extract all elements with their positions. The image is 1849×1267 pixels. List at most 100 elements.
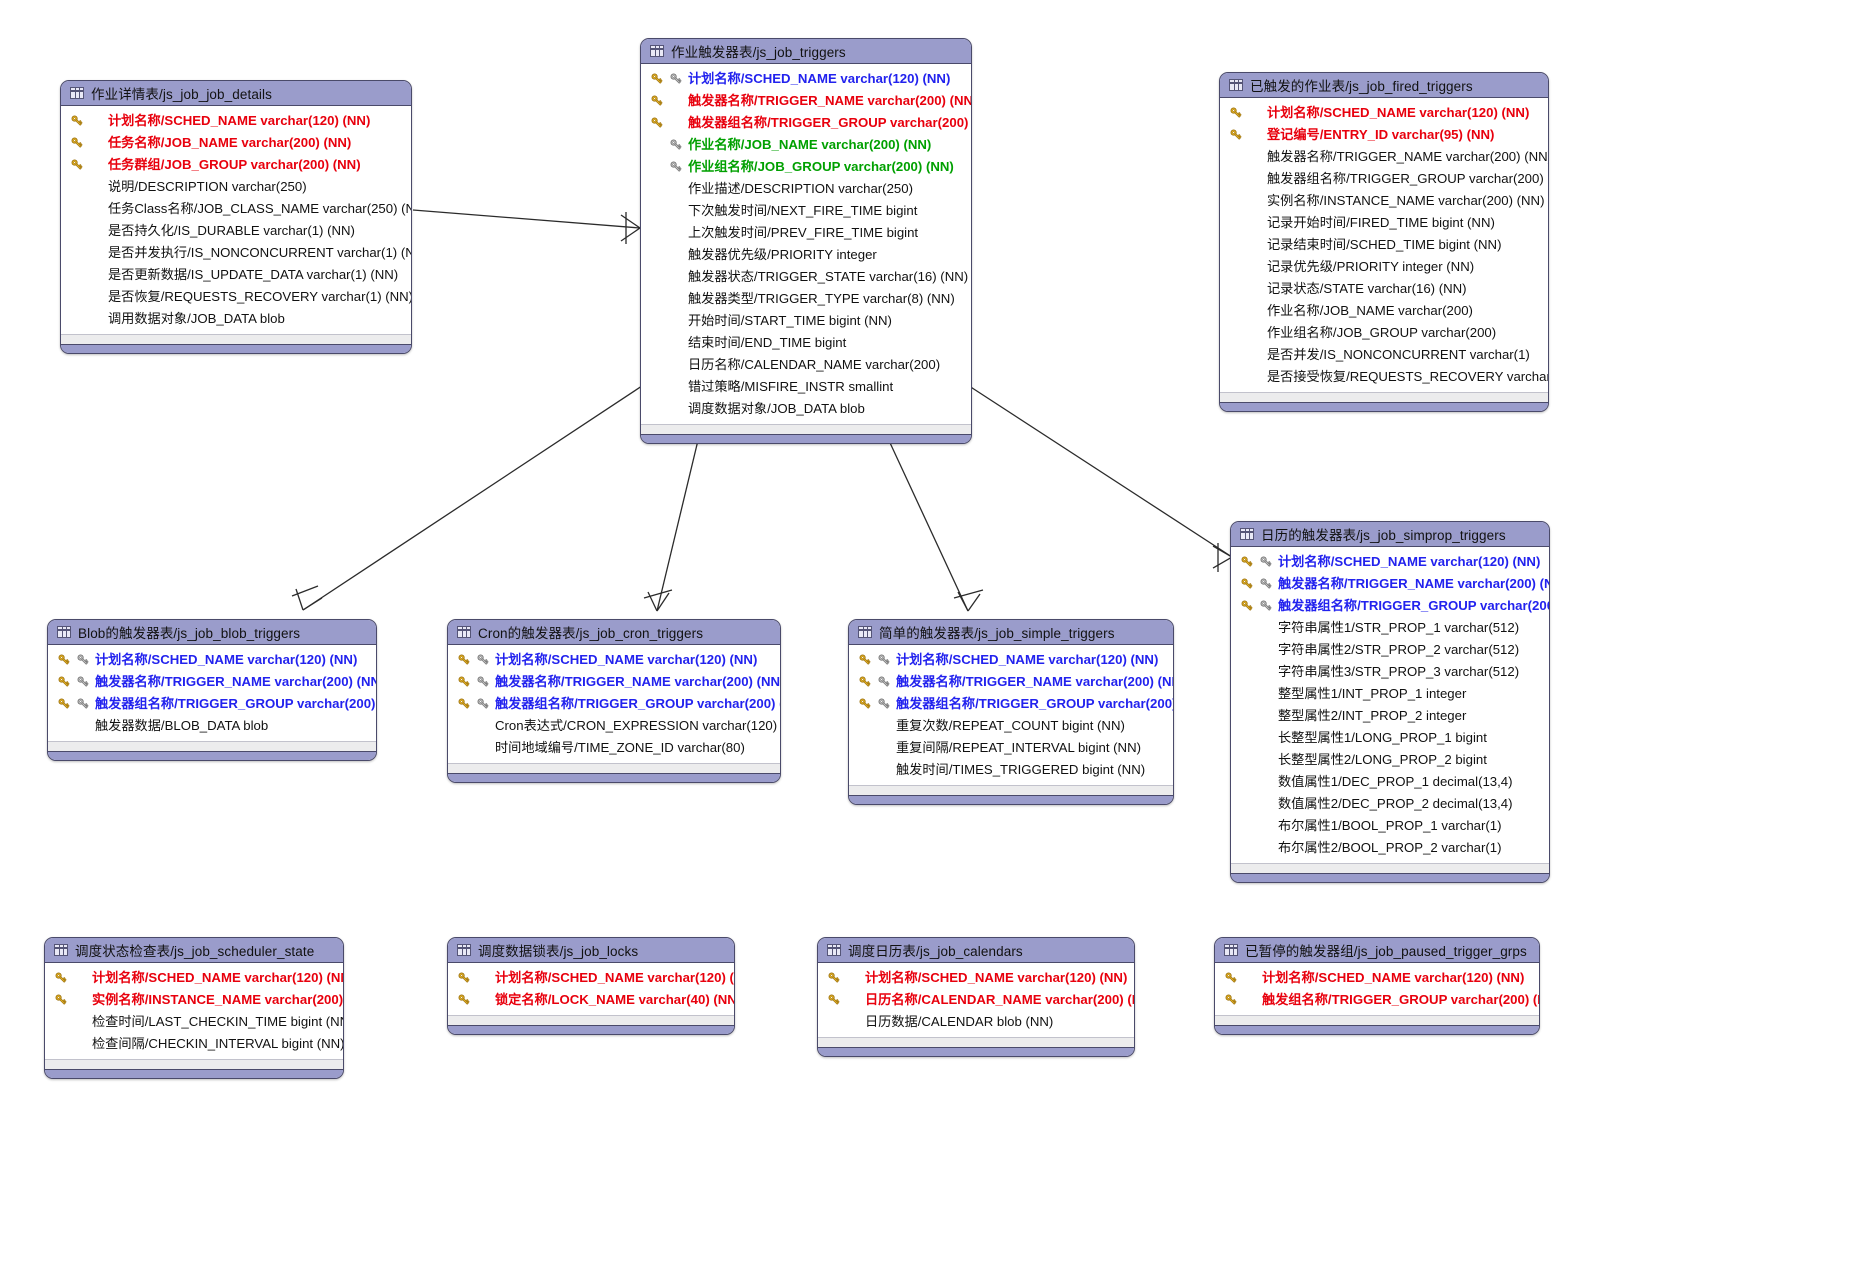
- field-row[interactable]: 字符串属性3/STR_PROP_3 varchar(512): [1231, 661, 1549, 683]
- field-row[interactable]: 触发器名称/TRIGGER_NAME varchar(200) (NN): [1220, 146, 1548, 168]
- field-row[interactable]: 错过策略/MISFIRE_INSTR smallint: [641, 376, 971, 398]
- entity-header-paused_trigger_grps[interactable]: 已暂停的触发器组/js_job_paused_trigger_grps: [1215, 938, 1539, 963]
- field-row[interactable]: 字符串属性2/STR_PROP_2 varchar(512): [1231, 639, 1549, 661]
- field-row[interactable]: 触发器名称/TRIGGER_NAME varchar(200) (NN): [641, 90, 971, 112]
- field-row[interactable]: 任务群组/JOB_GROUP varchar(200) (NN): [61, 154, 411, 176]
- field-row[interactable]: 作业描述/DESCRIPTION varchar(250): [641, 178, 971, 200]
- entity-simprop_triggers[interactable]: 日历的触发器表/js_job_simprop_triggers 计划名称/SCHE…: [1230, 521, 1550, 883]
- field-row[interactable]: 是否接受恢复/REQUESTS_RECOVERY varchar(1): [1220, 366, 1548, 388]
- field-row[interactable]: 记录开始时间/FIRED_TIME bigint (NN): [1220, 212, 1548, 234]
- entity-header-blob_triggers[interactable]: Blob的触发器表/js_job_blob_triggers: [48, 620, 376, 645]
- field-row[interactable]: 检查时间/LAST_CHECKIN_TIME bigint (NN): [45, 1011, 343, 1033]
- field-row[interactable]: 计划名称/SCHED_NAME varchar(120) (NN): [448, 649, 780, 671]
- field-row[interactable]: 计划名称/SCHED_NAME varchar(120) (NN): [61, 110, 411, 132]
- field-row[interactable]: 长整型属性1/LONG_PROP_1 bigint: [1231, 727, 1549, 749]
- field-row[interactable]: 重复间隔/REPEAT_INTERVAL bigint (NN): [849, 737, 1173, 759]
- entity-blob_triggers[interactable]: Blob的触发器表/js_job_blob_triggers 计划名称/SCHED…: [47, 619, 377, 761]
- field-row[interactable]: 作业名称/JOB_NAME varchar(200) (NN): [641, 134, 971, 156]
- entity-header-fired_triggers[interactable]: 已触发的作业表/js_job_fired_triggers: [1220, 73, 1548, 98]
- field-row[interactable]: 任务名称/JOB_NAME varchar(200) (NN): [61, 132, 411, 154]
- field-row[interactable]: 结束时间/END_TIME bigint: [641, 332, 971, 354]
- field-row[interactable]: 触发器状态/TRIGGER_STATE varchar(16) (NN): [641, 266, 971, 288]
- field-row[interactable]: 计划名称/SCHED_NAME varchar(120) (NN): [818, 967, 1134, 989]
- field-row[interactable]: 触发器组名称/TRIGGER_GROUP varchar(200) (NN): [849, 693, 1173, 715]
- field-row[interactable]: 触发器名称/TRIGGER_NAME varchar(200) (NN): [48, 671, 376, 693]
- field-row[interactable]: 触发器类型/TRIGGER_TYPE varchar(8) (NN): [641, 288, 971, 310]
- entity-header-simprop_triggers[interactable]: 日历的触发器表/js_job_simprop_triggers: [1231, 522, 1549, 547]
- field-row[interactable]: 长整型属性2/LONG_PROP_2 bigint: [1231, 749, 1549, 771]
- field-row[interactable]: 计划名称/SCHED_NAME varchar(120) (NN): [45, 967, 343, 989]
- field-row[interactable]: 说明/DESCRIPTION varchar(250): [61, 176, 411, 198]
- field-row[interactable]: 整型属性1/INT_PROP_1 integer: [1231, 683, 1549, 705]
- field-row[interactable]: 计划名称/SCHED_NAME varchar(120) (NN): [1231, 551, 1549, 573]
- field-row[interactable]: 触发器组名称/TRIGGER_GROUP varchar(200) (NN): [48, 693, 376, 715]
- field-row[interactable]: 作业组名称/JOB_GROUP varchar(200): [1220, 322, 1548, 344]
- entity-job_triggers[interactable]: 作业触发器表/js_job_triggers 计划名称/SCHED_NAME va…: [640, 38, 972, 444]
- entity-header-scheduler_state[interactable]: 调度状态检查表/js_job_scheduler_state: [45, 938, 343, 963]
- field-row[interactable]: 时间地域编号/TIME_ZONE_ID varchar(80): [448, 737, 780, 759]
- entity-calendars[interactable]: 调度日历表/js_job_calendars 计划名称/SCHED_NAME va…: [817, 937, 1135, 1057]
- field-row[interactable]: 调用数据对象/JOB_DATA blob: [61, 308, 411, 330]
- field-row[interactable]: 触发器组名称/TRIGGER_GROUP varchar(200) (NN): [1220, 168, 1548, 190]
- field-row[interactable]: 触发器组名称/TRIGGER_GROUP varchar(200) (NN): [448, 693, 780, 715]
- field-row[interactable]: 作业名称/JOB_NAME varchar(200): [1220, 300, 1548, 322]
- field-row[interactable]: 开始时间/START_TIME bigint (NN): [641, 310, 971, 332]
- field-row[interactable]: 是否更新数据/IS_UPDATE_DATA varchar(1) (NN): [61, 264, 411, 286]
- field-row[interactable]: 数值属性1/DEC_PROP_1 decimal(13,4): [1231, 771, 1549, 793]
- entity-header-locks[interactable]: 调度数据锁表/js_job_locks: [448, 938, 734, 963]
- field-row[interactable]: 记录结束时间/SCHED_TIME bigint (NN): [1220, 234, 1548, 256]
- entity-header-simple_triggers[interactable]: 简单的触发器表/js_job_simple_triggers: [849, 620, 1173, 645]
- field-row[interactable]: 日历名称/CALENDAR_NAME varchar(200): [641, 354, 971, 376]
- field-row[interactable]: 触发组名称/TRIGGER_GROUP varchar(200) (NN): [1215, 989, 1539, 1011]
- field-row[interactable]: 触发器名称/TRIGGER_NAME varchar(200) (NN): [1231, 573, 1549, 595]
- field-row[interactable]: 计划名称/SCHED_NAME varchar(120) (NN): [641, 68, 971, 90]
- field-row[interactable]: 日历数据/CALENDAR blob (NN): [818, 1011, 1134, 1033]
- field-row[interactable]: 计划名称/SCHED_NAME varchar(120) (NN): [1220, 102, 1548, 124]
- entity-header-cron_triggers[interactable]: Cron的触发器表/js_job_cron_triggers: [448, 620, 780, 645]
- field-row[interactable]: 记录优先级/PRIORITY integer (NN): [1220, 256, 1548, 278]
- entity-header-job_triggers[interactable]: 作业触发器表/js_job_triggers: [641, 39, 971, 64]
- field-row[interactable]: 是否持久化/IS_DURABLE varchar(1) (NN): [61, 220, 411, 242]
- field-row[interactable]: 计划名称/SCHED_NAME varchar(120) (NN): [48, 649, 376, 671]
- field-row[interactable]: 触发器数据/BLOB_DATA blob: [48, 715, 376, 737]
- field-row[interactable]: 锁定名称/LOCK_NAME varchar(40) (NN): [448, 989, 734, 1011]
- entity-locks[interactable]: 调度数据锁表/js_job_locks 计划名称/SCHED_NAME varch…: [447, 937, 735, 1035]
- entity-simple_triggers[interactable]: 简单的触发器表/js_job_simple_triggers 计划名称/SCHED…: [848, 619, 1174, 805]
- field-row[interactable]: 触发器优先级/PRIORITY integer: [641, 244, 971, 266]
- entity-header-job_details[interactable]: 作业详情表/js_job_job_details: [61, 81, 411, 106]
- field-row[interactable]: 触发器名称/TRIGGER_NAME varchar(200) (NN): [448, 671, 780, 693]
- field-row[interactable]: 是否恢复/REQUESTS_RECOVERY varchar(1) (NN): [61, 286, 411, 308]
- field-row[interactable]: 数值属性2/DEC_PROP_2 decimal(13,4): [1231, 793, 1549, 815]
- field-row[interactable]: 记录状态/STATE varchar(16) (NN): [1220, 278, 1548, 300]
- field-row[interactable]: 触发器组名称/TRIGGER_GROUP varchar(200) (NN): [1231, 595, 1549, 617]
- field-row[interactable]: 实例名称/INSTANCE_NAME varchar(200) (NN): [45, 989, 343, 1011]
- entity-cron_triggers[interactable]: Cron的触发器表/js_job_cron_triggers 计划名称/SCHED…: [447, 619, 781, 783]
- field-row[interactable]: 日历名称/CALENDAR_NAME varchar(200) (NN): [818, 989, 1134, 1011]
- field-row[interactable]: 登记编号/ENTRY_ID varchar(95) (NN): [1220, 124, 1548, 146]
- field-row[interactable]: 实例名称/INSTANCE_NAME varchar(200) (NN): [1220, 190, 1548, 212]
- entity-fired_triggers[interactable]: 已触发的作业表/js_job_fired_triggers 计划名称/SCHED_…: [1219, 72, 1549, 412]
- field-row[interactable]: 检查间隔/CHECKIN_INTERVAL bigint (NN): [45, 1033, 343, 1055]
- field-row[interactable]: 整型属性2/INT_PROP_2 integer: [1231, 705, 1549, 727]
- field-row[interactable]: 计划名称/SCHED_NAME varchar(120) (NN): [1215, 967, 1539, 989]
- field-row[interactable]: 是否并发/IS_NONCONCURRENT varchar(1): [1220, 344, 1548, 366]
- field-row[interactable]: 上次触发时间/PREV_FIRE_TIME bigint: [641, 222, 971, 244]
- entity-paused_trigger_grps[interactable]: 已暂停的触发器组/js_job_paused_trigger_grps 计划名称/…: [1214, 937, 1540, 1035]
- field-row[interactable]: 重复次数/REPEAT_COUNT bigint (NN): [849, 715, 1173, 737]
- field-row[interactable]: 计划名称/SCHED_NAME varchar(120) (NN): [448, 967, 734, 989]
- field-row[interactable]: Cron表达式/CRON_EXPRESSION varchar(120) (NN…: [448, 715, 780, 737]
- entity-header-calendars[interactable]: 调度日历表/js_job_calendars: [818, 938, 1134, 963]
- field-row[interactable]: 触发器名称/TRIGGER_NAME varchar(200) (NN): [849, 671, 1173, 693]
- entity-job_details[interactable]: 作业详情表/js_job_job_details 计划名称/SCHED_NAME …: [60, 80, 412, 354]
- field-row[interactable]: 触发器组名称/TRIGGER_GROUP varchar(200) (NN): [641, 112, 971, 134]
- field-row[interactable]: 触发时间/TIMES_TRIGGERED bigint (NN): [849, 759, 1173, 781]
- field-row[interactable]: 作业组名称/JOB_GROUP varchar(200) (NN): [641, 156, 971, 178]
- field-row[interactable]: 字符串属性1/STR_PROP_1 varchar(512): [1231, 617, 1549, 639]
- field-row[interactable]: 任务Class名称/JOB_CLASS_NAME varchar(250) (N…: [61, 198, 411, 220]
- field-row[interactable]: 布尔属性2/BOOL_PROP_2 varchar(1): [1231, 837, 1549, 859]
- field-row[interactable]: 计划名称/SCHED_NAME varchar(120) (NN): [849, 649, 1173, 671]
- entity-scheduler_state[interactable]: 调度状态检查表/js_job_scheduler_state 计划名称/SCHED…: [44, 937, 344, 1079]
- field-row[interactable]: 是否并发执行/IS_NONCONCURRENT varchar(1) (NN): [61, 242, 411, 264]
- field-row[interactable]: 布尔属性1/BOOL_PROP_1 varchar(1): [1231, 815, 1549, 837]
- field-row[interactable]: 调度数据对象/JOB_DATA blob: [641, 398, 971, 420]
